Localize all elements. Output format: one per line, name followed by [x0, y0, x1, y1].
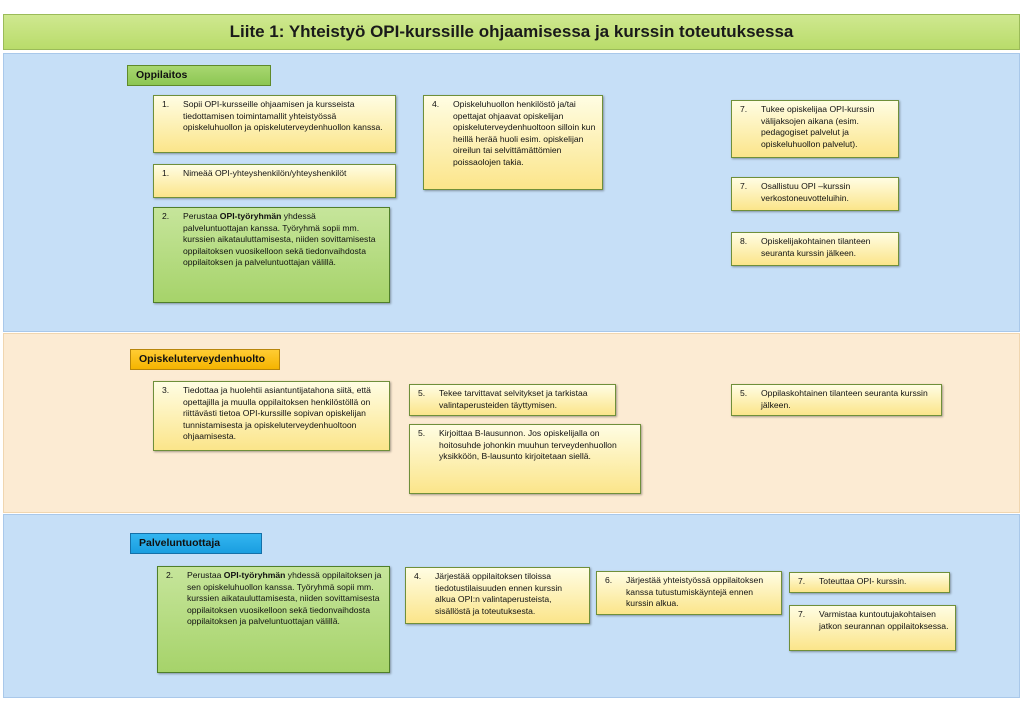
step-box: 4. Järjestää oppilaitoksen tiloissa tied… — [405, 567, 590, 624]
step-box: 5. Tekee tarvittavat selvitykset ja tark… — [409, 384, 616, 416]
step-box: 8. Opiskelijakohtainen tilanteen seurant… — [731, 232, 899, 266]
step-box: 1. Sopii OPI-kursseille ohjaamisen ja ku… — [153, 95, 396, 153]
step-box: 7. Toteuttaa OPI- kurssin. — [789, 572, 950, 593]
section-label-oppilaitos: Oppilaitos — [127, 65, 271, 86]
step-box: 1. Nimeää OPI-yhteyshenkilön/yhteyshenki… — [153, 164, 396, 198]
step-box: 6. Järjestää yhteistyössä oppilaitoksen … — [596, 571, 782, 615]
step-box: 2. Perustaa OPI-työryhmän yhdessä palvel… — [153, 207, 390, 303]
step-box: 5. Kirjoittaa B-lausunnon. Jos opiskelij… — [409, 424, 641, 494]
section-label-palveluntuottaja: Palveluntuottaja — [130, 533, 262, 554]
step-box: 3. Tiedottaa ja huolehtii asiantuntijata… — [153, 381, 390, 451]
title-bar: Liite 1: Yhteistyö OPI-kurssille ohjaami… — [3, 14, 1020, 50]
step-box: 7. Varmistaa kuntoutujakohtaisen jatkon … — [789, 605, 956, 651]
step-box: 7. Osallistuu OPI –kurssin verkostoneuvo… — [731, 177, 899, 211]
step-box: 2. Perustaa OPI-työryhmän yhdessä oppila… — [157, 566, 390, 673]
step-box: 5. Oppilaskohtainen tilanteen seuranta k… — [731, 384, 942, 416]
section-label-opiskeluterveydenhuolto: Opiskeluterveydenhuolto — [130, 349, 280, 370]
step-box: 4. Opiskeluhuollon henkilöstö ja/tai ope… — [423, 95, 603, 190]
page-title: Liite 1: Yhteistyö OPI-kurssille ohjaami… — [229, 22, 794, 41]
step-box: 7. Tukee opiskelijaa OPI-kurssin välijak… — [731, 100, 899, 158]
